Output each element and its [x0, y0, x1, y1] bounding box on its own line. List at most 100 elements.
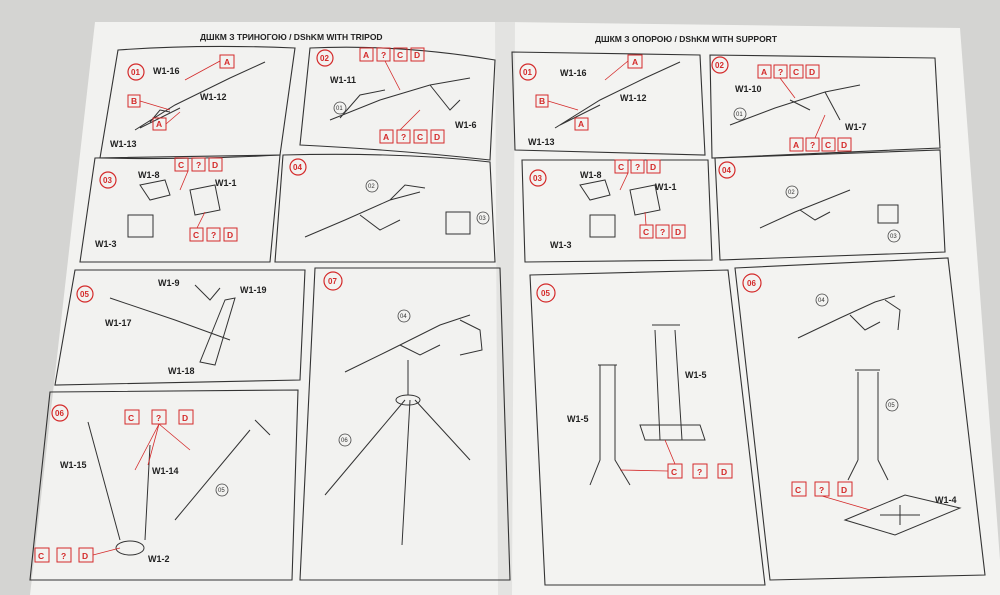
- part-label: W1-7: [845, 122, 867, 132]
- svg-text:?: ?: [381, 50, 386, 60]
- sub-assembly-ref: 02: [368, 184, 375, 190]
- svg-text:A: A: [578, 119, 584, 129]
- sub-assembly-ref: 04: [400, 314, 407, 320]
- part-label: W1-17: [105, 318, 132, 328]
- svg-text:?: ?: [61, 551, 66, 561]
- svg-text:D: D: [650, 162, 656, 172]
- step-number: 07: [328, 277, 337, 286]
- svg-text:C: C: [643, 227, 649, 237]
- sub-assembly-ref: 06: [341, 438, 348, 444]
- part-label: W1-3: [550, 240, 572, 250]
- sub-assembly-ref: 04: [818, 298, 825, 304]
- svg-text:A: A: [632, 57, 638, 67]
- right-header: ДШКМ З ОПОРОЮ / DShKM WITH SUPPORT: [595, 34, 778, 44]
- svg-text:D: D: [227, 230, 233, 240]
- part-label: W1-11: [330, 75, 356, 85]
- part-label: W1-14: [152, 466, 179, 476]
- svg-text:C: C: [825, 140, 831, 150]
- svg-text:A: A: [793, 140, 799, 150]
- part-label: W1-9: [158, 278, 180, 288]
- step-number-badge: [127, 63, 145, 81]
- svg-text:C: C: [38, 551, 44, 561]
- part-label: W1-1: [655, 182, 677, 192]
- callout-row-bottom: A ? C D: [379, 129, 445, 144]
- svg-text:?: ?: [697, 467, 702, 477]
- svg-text:D: D: [414, 50, 420, 60]
- svg-text:C: C: [795, 485, 801, 495]
- right-step-03: 03 W1-8 W1-1 W1-3 C ? D C ? D: [521, 159, 713, 263]
- step-number: 03: [103, 176, 112, 185]
- left-step-02: 02 W1-11 W1-6 01 A ? C D A ? C D: [299, 46, 496, 161]
- right-step-04: 04 02 03: [714, 149, 946, 261]
- step-number: 06: [747, 279, 756, 288]
- part-label: W1-16: [153, 66, 180, 76]
- part-label: W1-5: [685, 370, 707, 380]
- part-label: W1-15: [60, 460, 87, 470]
- part-label: W1-12: [200, 92, 227, 102]
- page-fold: [495, 22, 515, 595]
- svg-text:D: D: [809, 67, 815, 77]
- sub-assembly-ref: 02: [788, 190, 795, 196]
- step-number: 01: [131, 68, 140, 77]
- part-label: W1-13: [528, 137, 555, 147]
- svg-text:C: C: [618, 162, 624, 172]
- callout-letter: B: [131, 96, 137, 106]
- svg-text:D: D: [434, 132, 440, 142]
- callout-row-top: A ? C D: [359, 47, 425, 62]
- svg-text:D: D: [82, 551, 88, 561]
- part-label: W1-12: [620, 93, 647, 103]
- svg-text:?: ?: [156, 413, 161, 423]
- sub-assembly-ref: 05: [218, 488, 225, 494]
- svg-text:?: ?: [660, 227, 665, 237]
- part-label: W1-6: [455, 120, 477, 130]
- svg-text:C: C: [178, 160, 184, 170]
- callout-box: [219, 54, 235, 69]
- left-page: [30, 22, 505, 595]
- step-number: 04: [293, 163, 302, 172]
- step-number: 03: [533, 174, 542, 183]
- left-step-03: 03 W1-8 W1-1 W1-3 C ? D C ? D: [79, 154, 281, 263]
- part-label: W1-13: [110, 139, 137, 149]
- part-label: W1-16: [560, 68, 587, 78]
- part-label: W1-8: [138, 170, 160, 180]
- part-label: W1-8: [580, 170, 602, 180]
- part-label: W1-3: [95, 239, 117, 249]
- sub-assembly-ref: 01: [336, 106, 343, 112]
- svg-text:?: ?: [196, 160, 201, 170]
- svg-text:C: C: [417, 132, 423, 142]
- part-label: W1-18: [168, 366, 195, 376]
- left-step-01: 01 W1-16 W1-12 W1-13 A B A: [99, 45, 296, 160]
- svg-text:?: ?: [819, 485, 824, 495]
- svg-text:?: ?: [401, 132, 406, 142]
- right-step-05: 05 W1-5 W1-5 C ? D: [529, 269, 766, 586]
- step-number: 02: [320, 54, 329, 63]
- svg-text:?: ?: [211, 230, 216, 240]
- part-label: W1-2: [148, 554, 170, 564]
- step-number: 05: [80, 290, 89, 299]
- part-label: W1-1: [215, 178, 237, 188]
- svg-text:C: C: [671, 467, 677, 477]
- step-number: 06: [55, 409, 64, 418]
- right-step-06: 06 W1-4 04 05 C ? D: [734, 257, 986, 581]
- left-step-04: 04 02 03: [274, 153, 496, 263]
- svg-text:D: D: [212, 160, 218, 170]
- svg-text:?: ?: [635, 162, 640, 172]
- callout-letter: A: [224, 57, 230, 67]
- left-step-07: 07 04 06: [299, 267, 511, 581]
- part-label: W1-5: [567, 414, 589, 424]
- svg-text:D: D: [675, 227, 681, 237]
- right-step-01: 01 W1-16 W1-12 W1-13 A B A: [511, 51, 706, 156]
- svg-text:C: C: [793, 67, 799, 77]
- step-number: 05: [541, 289, 550, 298]
- part-label: W1-10: [735, 84, 762, 94]
- svg-text:D: D: [721, 467, 727, 477]
- sub-assembly-ref: 03: [890, 234, 897, 240]
- sub-assembly-ref: 05: [888, 403, 895, 409]
- right-step-02: 02 W1-10 W1-7 01 A ? C D A ? C D: [709, 54, 941, 159]
- part-label: W1-4: [935, 495, 957, 505]
- svg-text:C: C: [397, 50, 403, 60]
- step-number: 04: [722, 166, 731, 175]
- svg-text:C: C: [128, 413, 134, 423]
- svg-text:?: ?: [810, 140, 815, 150]
